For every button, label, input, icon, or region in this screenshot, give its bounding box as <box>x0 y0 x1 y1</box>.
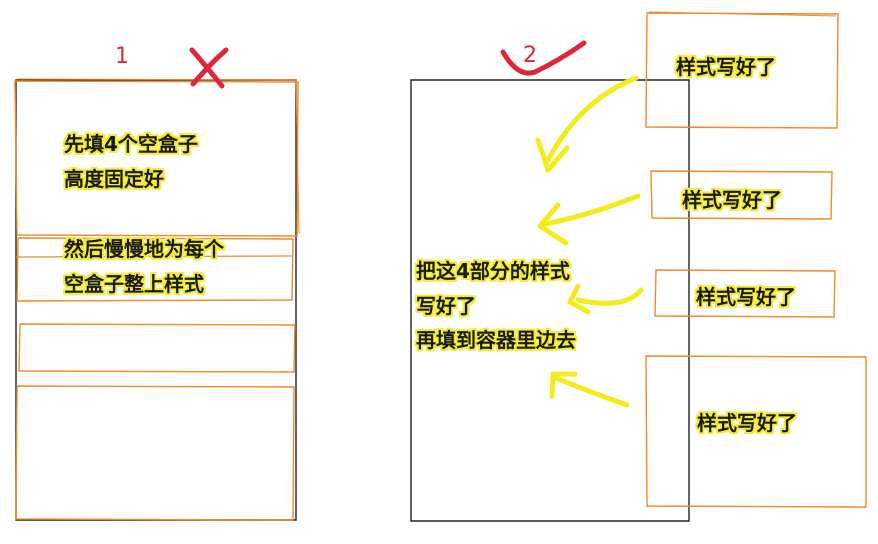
left-box-1 <box>14 78 300 237</box>
style-box-2-label: 样式写好了 <box>682 188 782 212</box>
arrow-icon <box>535 75 639 173</box>
style-box-3-label: 样式写好了 <box>696 285 796 309</box>
left-note-line-3: 然后慢慢地为每个 <box>64 237 224 261</box>
left-note-line-1: 先填4个空盒子 <box>64 132 198 156</box>
left-note-line-4: 空盒子整上样式 <box>64 272 204 296</box>
style-box-4-label: 样式写好了 <box>697 411 797 435</box>
left-box-2 <box>15 237 294 302</box>
arrow-icon <box>549 371 630 408</box>
approach-number-2: 2 <box>523 43 537 68</box>
style-box-1 <box>645 11 839 129</box>
right-note-line-2: 写好了 <box>416 294 476 318</box>
right-note-line-1: 把这4部分的样式 <box>416 259 570 283</box>
right-note-line-3: 再填到容器里边去 <box>416 328 576 352</box>
left-box-4 <box>15 385 295 521</box>
left-box-3 <box>18 323 296 373</box>
style-box-1-label: 样式写好了 <box>676 55 776 79</box>
arrow-icon <box>567 283 644 315</box>
style-box-3 <box>654 269 836 318</box>
arrow-icon <box>537 193 641 246</box>
right-container <box>410 79 690 522</box>
style-box-2 <box>650 170 833 220</box>
cross-icon <box>189 47 229 89</box>
checkmark-icon <box>500 40 587 76</box>
style-box-4 <box>645 355 867 508</box>
left-note-line-2: 高度固定好 <box>64 167 164 191</box>
approach-number-1: 1 <box>115 44 129 69</box>
